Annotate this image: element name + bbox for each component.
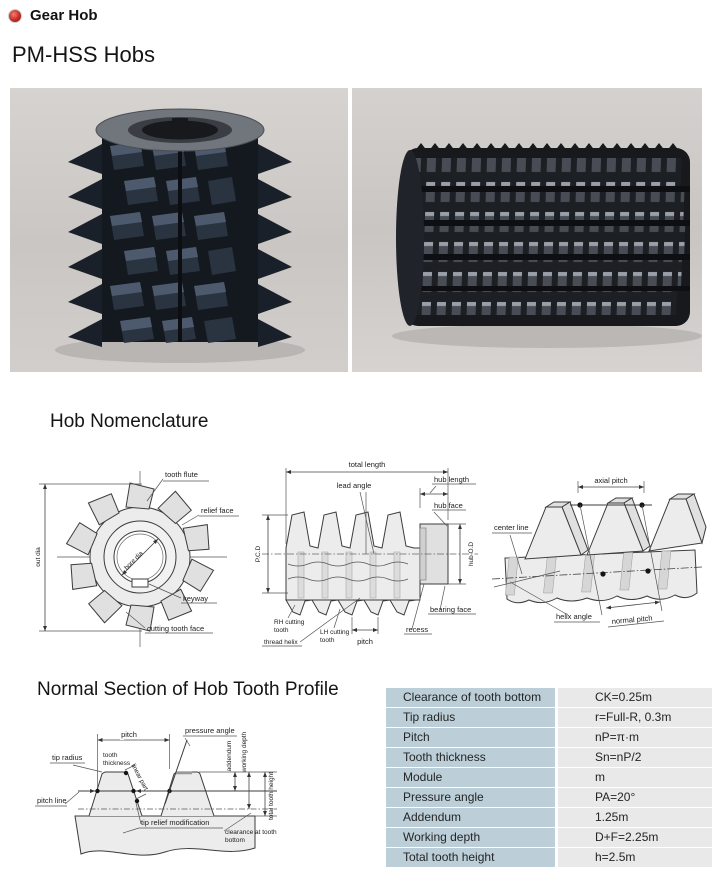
table-row: Total tooth height h=2.5m: [385, 848, 712, 867]
label-hub-face: hub face: [434, 501, 463, 510]
diagram-hob-pitch-view: axial pitch center line helix angle norm…: [480, 455, 710, 660]
label-center-line: center line: [494, 523, 529, 532]
hob-photo-horizontal-art: [352, 88, 702, 372]
label-pitch-line: pitch line: [37, 796, 67, 805]
diagram-hob-end-view: out dia bore dia tooth flute relief face…: [15, 455, 245, 660]
spec-label: Tip radius: [386, 708, 555, 727]
label-clearance: clearance at tooth: [225, 829, 277, 836]
label-hub-length: hub length: [434, 475, 469, 484]
label-pcd: P.C.D: [255, 545, 262, 562]
table-row: Pressure angle PA=20°: [385, 788, 712, 807]
hob-photo-vertical-art: [10, 88, 348, 372]
spec-label: Addendum: [386, 808, 555, 827]
spec-label: Tooth thickness: [386, 748, 555, 767]
spec-label: Pitch: [386, 728, 555, 747]
label-bearing-face: bearing face: [430, 605, 471, 614]
label-clearance-2: bottom: [225, 837, 245, 844]
label-helix-angle: helix angle: [556, 612, 592, 621]
diagram-hob-side-view: total length lead angle hub length hub f…: [248, 452, 483, 664]
table-row: Tooth thickness Sn=nP/2: [385, 748, 712, 767]
table-row: Working depth D+F=2.25m: [385, 828, 712, 847]
spec-label: Clearance of tooth bottom: [386, 688, 555, 707]
spec-label: Working depth: [386, 828, 555, 847]
label-tip-radius: tip radius: [52, 753, 83, 762]
diagram-tooth-profile: pitch pressure angle tip radius tooth th…: [25, 712, 385, 880]
table-row: Module m: [385, 768, 712, 787]
label-tip-relief: tip relief modification: [141, 818, 209, 827]
spec-value: h=2.5m: [558, 848, 712, 867]
table-row: Pitch nP=π·m: [385, 728, 712, 747]
label-tooth-flute: tooth flute: [165, 470, 198, 479]
label-rh-cutting-tooth: RH cutting: [274, 619, 305, 626]
spec-value: r=Full-R, 0.3m: [558, 708, 712, 727]
spec-value: nP=π·m: [558, 728, 712, 747]
spec-label: Total tooth height: [386, 848, 555, 867]
spec-value: D+F=2.25m: [558, 828, 712, 847]
label-cutting-tooth-face: cutting tooth face: [147, 624, 204, 633]
breadcrumb: Gear Hob: [8, 7, 98, 24]
label-total-tooth-height: total tooth height: [268, 772, 275, 820]
section-title-profile: Normal Section of Hob Tooth Profile: [37, 679, 339, 700]
label-relief-face: relief face: [201, 506, 234, 515]
label-recess: recess: [406, 625, 428, 634]
red-bullet-icon: [8, 8, 22, 23]
label-thread-helix: thread helix: [264, 639, 298, 646]
table-row: Tip radius r=Full-R, 0.3m: [385, 708, 712, 727]
label-tooth-thickness-2: thickness: [103, 760, 131, 767]
hob-photo-vertical: [10, 88, 348, 372]
spec-value: 1.25m: [558, 808, 712, 827]
label-profile-pitch: pitch: [121, 730, 137, 739]
spec-value: CK=0.25m: [558, 688, 712, 707]
label-pitch: pitch: [357, 637, 373, 646]
section-title-nomenclature: Hob Nomenclature: [50, 411, 209, 432]
label-working-depth: working depth: [241, 731, 248, 773]
spec-value: Sn=nP/2: [558, 748, 712, 767]
label-axial-pitch: axial pitch: [594, 476, 627, 485]
label-keyway: keyway: [183, 594, 208, 603]
spec-table: Clearance of tooth bottom CK=0.25m Tip r…: [385, 688, 712, 868]
label-pressure-angle: pressure angle: [185, 726, 235, 735]
label-tooth-thickness: tooth: [103, 752, 118, 759]
label-out-dia: out dia: [35, 547, 42, 567]
page-title: Gear Hob: [30, 7, 98, 24]
spec-value: PA=20°: [558, 788, 712, 807]
label-normal-pitch: normal pitch: [611, 613, 652, 626]
label-rh-cutting-tooth-2: tooth: [274, 627, 289, 634]
label-total-length: total length: [349, 460, 386, 469]
hob-photo-horizontal: [352, 88, 702, 372]
label-lead-angle: lead angle: [337, 481, 372, 490]
spec-label: Pressure angle: [386, 788, 555, 807]
label-hub-od: hub O.D: [468, 542, 475, 567]
label-lh-cutting-tooth-2: tooth: [320, 637, 335, 644]
section-title-pm-hss: PM-HSS Hobs: [12, 42, 156, 67]
label-addendum: addendum: [226, 741, 233, 772]
spec-value: m: [558, 768, 712, 787]
label-lh-cutting-tooth: LH cutting: [320, 629, 350, 636]
spec-label: Module: [386, 768, 555, 787]
table-row: Addendum 1.25m: [385, 808, 712, 827]
table-row: Clearance of tooth bottom CK=0.25m: [385, 688, 712, 707]
